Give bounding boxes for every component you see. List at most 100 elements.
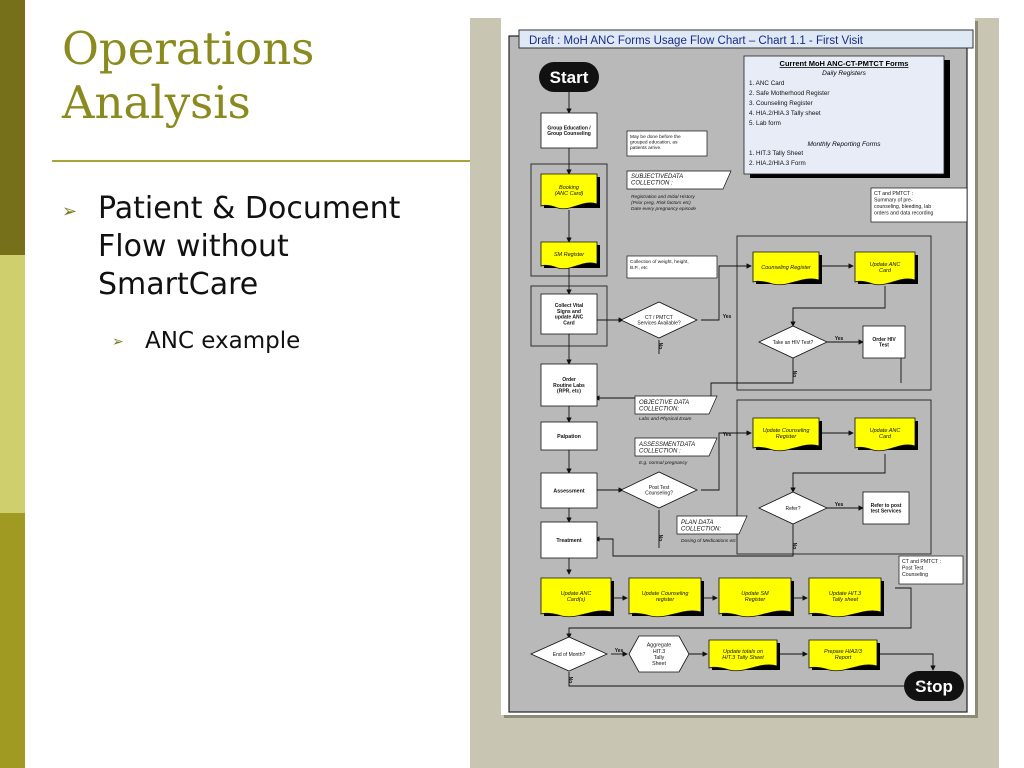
yes-label-refer: Yes bbox=[835, 502, 844, 508]
decision-ct-services-text-line: Services Available? bbox=[637, 321, 680, 327]
plan-wedge bbox=[676, 515, 748, 535]
sm-register-form bbox=[540, 241, 598, 270]
aggregate-hit3-box-text-line: Tally bbox=[654, 655, 665, 661]
aggregate-hit3-box-text-line: HIT.3 bbox=[653, 649, 665, 655]
arrow-refer-no bbox=[594, 524, 794, 557]
decision-refer-text-line: Refer? bbox=[785, 506, 800, 512]
counseling-register-form bbox=[752, 251, 820, 286]
note-collection-weight bbox=[626, 255, 718, 279]
no-label-ct: No bbox=[657, 343, 663, 350]
assessment-box-text-line: Assessment bbox=[553, 488, 584, 494]
legend-daily-heading: Daily Registers bbox=[822, 70, 866, 77]
arrow-update-hiv bbox=[790, 286, 886, 327]
no-label-post: No bbox=[657, 535, 663, 542]
group-education-box bbox=[540, 112, 598, 149]
note-plan-detail: Dosing of Medications etc bbox=[681, 538, 737, 544]
legend-monthly-heading: Monthly Reporting Forms bbox=[808, 141, 882, 148]
legend-daily-item-line: 3. Counseling Register bbox=[749, 100, 813, 107]
stop-label: Stop bbox=[915, 677, 953, 696]
update-totals-form bbox=[708, 639, 778, 672]
legend-monthly-item-line: 1. HIT.3 Tally Sheet bbox=[749, 150, 803, 157]
sm-register-form-text-line: SM Register bbox=[554, 252, 585, 258]
bullet-arrow-icon: ➢ bbox=[62, 201, 78, 222]
legend-daily-item: 3. Counseling Register bbox=[749, 100, 813, 107]
refer-post-test-box bbox=[862, 491, 910, 525]
update-counseling-register-form-text-line: Register bbox=[776, 434, 798, 440]
legend-monthly-item-line: 2. HIA.2/HIA.3 Form bbox=[749, 160, 806, 167]
stop-terminal bbox=[904, 671, 964, 701]
arrow-month-no bbox=[568, 672, 933, 687]
update-anc-card-form bbox=[854, 251, 916, 286]
arrow-ct-yes bbox=[701, 263, 752, 321]
order-labs-box-text-line: Routine Labs bbox=[553, 383, 585, 389]
note-ct-pmtct-post-text-line: Counseling bbox=[902, 572, 928, 578]
prepare-hia-form bbox=[808, 639, 878, 672]
note-ct-pmtct-summary-text-line: orders and data recording bbox=[874, 211, 934, 217]
decision-end-of-month bbox=[530, 636, 608, 672]
decision-end-of-month-text-line: End of Month? bbox=[553, 652, 586, 658]
subjective-wedge bbox=[626, 170, 732, 190]
accent-bar-light bbox=[0, 255, 25, 513]
group-education-box-text-line: Group Counseling bbox=[547, 131, 591, 137]
decision-post-test-counseling-text-line: Post Test bbox=[649, 485, 670, 491]
decision-end-of-month-text: End of Month? bbox=[553, 652, 586, 658]
update-counseling-register-form-text-line: Update Counseling bbox=[763, 428, 811, 434]
note-assessment-line: ASSESSMENTDATA bbox=[638, 442, 695, 448]
group-education-box-text-line: Group Education / bbox=[547, 125, 591, 131]
note-ct-pmtct-post bbox=[898, 555, 964, 585]
update-counseling-form bbox=[628, 577, 702, 618]
note-collection-weight-text-line: B.P., etc bbox=[630, 265, 648, 271]
aggregate-hit3-box-text-line: Aggregate bbox=[647, 643, 671, 649]
start-label: Start bbox=[550, 68, 589, 87]
legend-daily-item-line: 4. HIA.2/HIA.3 Tally sheet bbox=[749, 110, 821, 117]
note-subjective-detail-line: Date every pregnancy episode bbox=[631, 206, 696, 212]
refer-post-test-box-text-line: Refer to post bbox=[871, 503, 902, 509]
update-anc-card-form-2 bbox=[854, 417, 916, 452]
legend-daily-item: 5. Lab form bbox=[749, 120, 781, 127]
note-ct-pmtct-post-text-line: CT and PMTCT : bbox=[902, 559, 941, 565]
treatment-box-text-line: Treatment bbox=[556, 538, 582, 544]
assessment-box bbox=[540, 472, 598, 509]
chart-title-box bbox=[518, 29, 974, 49]
update-hit3-form bbox=[808, 577, 882, 618]
aggregate-hit3-box bbox=[628, 635, 690, 673]
sm-register-form-text: SM Register bbox=[554, 252, 585, 258]
legend-daily-item-line: 2. Safe Motherhood Register bbox=[749, 90, 830, 97]
note-objective-detail-line: Labs and Physical Exam bbox=[639, 416, 692, 422]
arrow-prepare-stop bbox=[877, 653, 936, 671]
note-subjective-detail-line: Registration and Initial History bbox=[631, 194, 695, 200]
update-counseling-register-form bbox=[752, 417, 820, 452]
ct-pmtct-frame-1 bbox=[736, 235, 932, 391]
accent-bar-dark-bottom bbox=[0, 513, 25, 768]
counseling-register-form-text-line: Counseling Register bbox=[761, 265, 812, 271]
update-hit3-form-text-line: Tally sheet bbox=[832, 597, 859, 603]
update-counseling-form-text-line: register bbox=[656, 597, 676, 603]
note-objective-detail: Labs and Physical Exam bbox=[639, 416, 692, 422]
collect-vitals-box bbox=[540, 293, 598, 335]
note-subjective-line: SUBJECTIVEDATA bbox=[631, 174, 683, 180]
update-anc-cards-form-text-line: Card(s) bbox=[567, 597, 586, 603]
update-hit3-form-text-line: Update HIT.3 bbox=[829, 591, 862, 597]
collect-vitals-box-text-line: Collect Vital bbox=[555, 303, 584, 309]
note-plan-detail-line: Dosing of Medications etc bbox=[681, 538, 737, 544]
flowchart-image: Draft : MoH ANC Forms Usage Flow Chart –… bbox=[501, 18, 975, 715]
order-labs-box-text-line: Order bbox=[562, 377, 576, 383]
yes-label-hiv: Yes bbox=[835, 336, 844, 342]
note-assessment-detail-line: E.g. normal pregnancy bbox=[639, 460, 688, 466]
note-ct-pmtct-summary-text-line: Summary of pre- bbox=[874, 198, 913, 204]
note-subjective-detail-line: (Prior preg, Risk factors etc) bbox=[631, 200, 691, 206]
note-ct-pmtct-summary bbox=[870, 187, 968, 223]
note-collection-weight-text: Collection of weight, height,B.P., etc bbox=[630, 259, 689, 271]
note-objective-line: OBJECTIVE DATA bbox=[639, 400, 689, 406]
no-label-month: No bbox=[567, 677, 573, 684]
note-ct-pmtct-post-text-line: Post Test bbox=[902, 566, 924, 572]
